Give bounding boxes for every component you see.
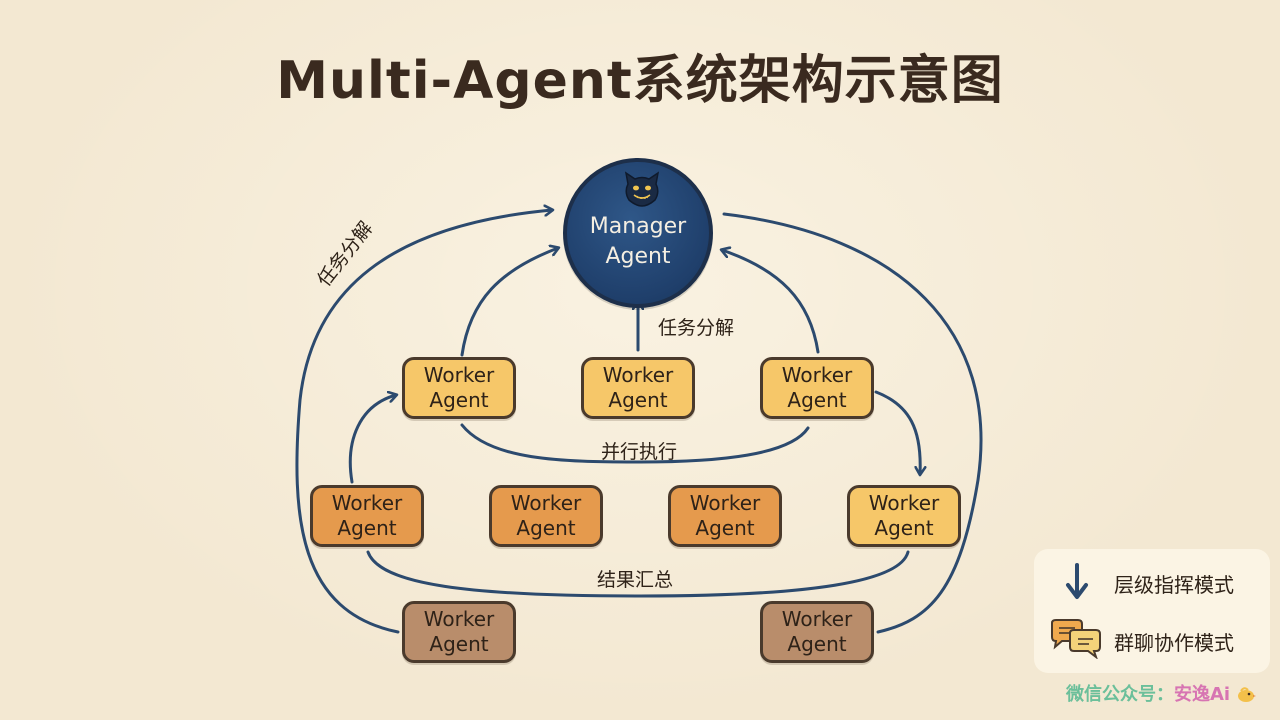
- manager-label-line1: Manager: [589, 214, 687, 239]
- worker-label-line1: Worker: [868, 491, 940, 515]
- watermark: 微信公众号：安逸Ai: [1066, 680, 1257, 706]
- edge-label-summary: 结果汇总: [597, 569, 674, 591]
- worker-label-line1: Worker: [689, 491, 761, 515]
- bird-icon: [1238, 687, 1257, 702]
- worker-label-line1: Worker: [781, 607, 853, 631]
- manager-label-line2: Agent: [605, 244, 671, 269]
- legend-label-group-chat: 群聊协作模式: [1114, 631, 1234, 655]
- worker-label-line1: Worker: [423, 363, 495, 387]
- worker-label-line1: Worker: [423, 607, 495, 631]
- legend-item-group-chat: 群聊协作模式: [1034, 619, 1270, 659]
- legend-label-hierarchy: 层级指挥模式: [1114, 573, 1234, 597]
- watermark-prefix: 微信公众号：: [1066, 684, 1174, 705]
- down-arrow-icon: [1066, 563, 1088, 599]
- worker-label-line2: Agent: [874, 516, 934, 540]
- worker-label-line2: Agent: [787, 388, 847, 412]
- chat-bubbles-icon: [1051, 619, 1101, 659]
- worker-label-line2: Agent: [695, 516, 755, 540]
- worker-label-line2: Agent: [429, 632, 489, 656]
- worker-label-line1: Worker: [781, 363, 853, 387]
- worker-left-to-manager-arrow: [460, 248, 558, 357]
- page-title: Multi-Agent系统架构示意图: [276, 51, 1004, 111]
- worker-label-line2: Agent: [337, 516, 397, 540]
- outer-right-arrow: [722, 212, 983, 634]
- outer-left-arrow: [295, 210, 552, 634]
- legend-item-hierarchy: 层级指挥模式: [1034, 561, 1270, 601]
- worker-label-line2: Agent: [787, 632, 847, 656]
- summary-curve: [366, 550, 910, 598]
- legend-panel: 层级指挥模式 群聊协作模式: [1034, 549, 1270, 673]
- worker-right-down-arrow: [874, 390, 920, 474]
- manager-agent-node[interactable]: Manager Agent: [563, 158, 713, 308]
- worker-label-line1: Worker: [510, 491, 582, 515]
- edge-label-task-center: 任务分解: [658, 317, 735, 339]
- worker-label-line2: Agent: [516, 516, 576, 540]
- edge-label-parallel: 并行执行: [601, 441, 678, 463]
- worker-left-up-arrow: [348, 395, 396, 484]
- watermark-name: 安逸Ai: [1174, 684, 1231, 705]
- parallel-curve: [460, 423, 810, 464]
- worker-right-to-manager-arrow: [722, 250, 820, 354]
- worker-label-line1: Worker: [331, 491, 403, 515]
- worker-label-line2: Agent: [429, 388, 489, 412]
- worker-label-line2: Agent: [608, 388, 668, 412]
- cat-face-icon: [624, 171, 660, 207]
- worker-label-line1: Worker: [602, 363, 674, 387]
